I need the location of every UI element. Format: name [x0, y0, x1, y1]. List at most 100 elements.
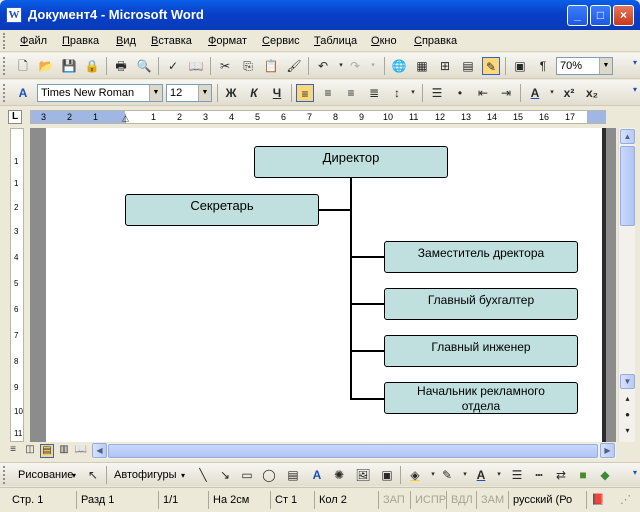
- menu-window[interactable]: Окно: [371, 35, 397, 47]
- justify-icon[interactable]: ≣: [368, 86, 380, 100]
- status-ext[interactable]: ВДЛ: [446, 491, 476, 509]
- horizontal-ruler[interactable]: 3 2 1 ⏃ 1 2 3 4 5 6 7 8 9 10 11 12 13 14…: [30, 110, 606, 124]
- scroll-right-icon[interactable]: ▶: [600, 443, 615, 458]
- line-spacing-icon[interactable]: ↕: [394, 86, 400, 100]
- word-app-icon[interactable]: W: [6, 7, 22, 23]
- menu-file[interactable]: Файл: [20, 35, 48, 47]
- toolbar-grip[interactable]: [3, 57, 7, 75]
- undo-icon[interactable]: ↶: [317, 59, 329, 73]
- first-line-indent-icon[interactable]: ⏃: [121, 114, 131, 124]
- font-color-icon[interactable]: A: [530, 86, 540, 100]
- spelling-icon[interactable]: ✓: [167, 59, 179, 73]
- browse-object-icon[interactable]: ●: [625, 410, 630, 419]
- menu-format[interactable]: Формат: [208, 35, 248, 47]
- web-view-icon[interactable]: ◫: [25, 444, 35, 455]
- arrow-icon[interactable]: ↘: [219, 468, 231, 482]
- toolbar-options-icon[interactable]: ▾: [632, 468, 637, 477]
- org-box-deputy[interactable]: Заместитель дректора: [384, 241, 578, 273]
- toolbar-options-icon[interactable]: ▾: [632, 85, 637, 94]
- toolbar-grip[interactable]: [3, 84, 7, 102]
- status-ovr[interactable]: ЗАМ: [476, 491, 508, 509]
- status-track[interactable]: ИСПР: [410, 491, 446, 509]
- line-spacing-dropdown-icon[interactable]: ▾: [411, 89, 415, 96]
- menu-table[interactable]: Таблица: [314, 35, 358, 47]
- drawing-toggle-icon[interactable]: ✎: [482, 57, 500, 75]
- org-box-engineer[interactable]: Главный инженер: [384, 335, 578, 367]
- status-language[interactable]: русский (Ро: [508, 491, 578, 509]
- cut-icon[interactable]: ✂: [219, 59, 231, 73]
- wordart-icon[interactable]: A: [312, 468, 322, 482]
- org-box-ad-head[interactable]: Начальник рекламного отдела: [384, 382, 578, 414]
- styles-icon[interactable]: A: [18, 86, 28, 100]
- print-icon[interactable]: 🖶: [115, 59, 127, 73]
- maximize-button[interactable]: □: [590, 5, 611, 26]
- underline-button[interactable]: Ч: [272, 86, 282, 100]
- autoshapes-menu-button[interactable]: Автофигуры: [114, 469, 177, 481]
- align-left-icon[interactable]: ≡: [296, 84, 314, 102]
- horizontal-scroll-thumb[interactable]: [108, 444, 598, 458]
- document-map-icon[interactable]: ▣: [514, 59, 526, 73]
- toolbar-options-icon[interactable]: ▾: [632, 58, 637, 67]
- document-workspace[interactable]: Директор Секретарь Заместитель дректора …: [30, 128, 616, 442]
- scroll-down-icon[interactable]: ▼: [620, 374, 635, 389]
- redo-icon[interactable]: ↷: [349, 59, 361, 73]
- font-size-combo[interactable]: 12 ▼: [166, 84, 212, 102]
- save-icon[interactable]: 💾: [61, 59, 77, 73]
- normal-view-icon[interactable]: ≡: [10, 444, 16, 455]
- org-box-director[interactable]: Директор: [254, 146, 448, 178]
- new-document-icon[interactable]: 🗋: [18, 59, 28, 73]
- show-formatting-icon[interactable]: ¶: [539, 59, 547, 73]
- menu-tools[interactable]: Сервис: [262, 35, 300, 47]
- arrow-style-icon[interactable]: ⇄: [555, 468, 567, 482]
- toolbar-grip[interactable]: [3, 466, 7, 484]
- next-page-icon[interactable]: ▾: [625, 426, 630, 435]
- document-page[interactable]: Директор Секретарь Заместитель дректора …: [46, 128, 602, 442]
- resize-grip-icon[interactable]: ⋰: [620, 494, 631, 506]
- status-rec[interactable]: ЗАП: [378, 491, 408, 509]
- hyperlink-icon[interactable]: 🌐: [391, 59, 407, 73]
- horizontal-scrollbar[interactable]: ◀ ▶: [92, 443, 616, 459]
- insert-excel-icon[interactable]: ▤: [462, 59, 474, 73]
- reading-view-icon[interactable]: ▥: [59, 444, 69, 455]
- font-color-dropdown-icon[interactable]: ▾: [497, 471, 501, 478]
- line-color-dropdown-icon[interactable]: ▾: [463, 471, 467, 478]
- previous-page-icon[interactable]: ▴: [625, 394, 630, 403]
- subscript-icon[interactable]: x₂: [585, 86, 598, 100]
- line-icon[interactable]: ╲: [199, 468, 207, 482]
- org-box-accountant[interactable]: Главный бухгалтер: [384, 288, 578, 320]
- superscript-icon[interactable]: x²: [563, 86, 575, 100]
- fill-color-dropdown-icon[interactable]: ▾: [431, 471, 435, 478]
- diagram-icon[interactable]: ✺: [333, 468, 345, 482]
- shadow-style-icon[interactable]: ■: [579, 468, 587, 482]
- scroll-left-icon[interactable]: ◀: [92, 443, 107, 458]
- print-preview-icon[interactable]: 🔍: [136, 59, 152, 73]
- close-button[interactable]: ×: [613, 5, 634, 26]
- title-bar[interactable]: W Документ4 - Microsoft Word _ □ ×: [0, 0, 640, 30]
- vertical-scrollbar[interactable]: ▲ ▼ ▴ ● ▾: [618, 128, 635, 442]
- numbering-icon[interactable]: ☰: [431, 86, 443, 100]
- increase-indent-icon[interactable]: ⇥: [500, 86, 512, 100]
- 3d-style-icon[interactable]: ◆: [600, 468, 610, 482]
- bullets-icon[interactable]: •: [457, 86, 463, 100]
- menu-grip[interactable]: [3, 33, 7, 49]
- font-color-dropdown-icon[interactable]: ▾: [550, 89, 554, 96]
- outline-view-icon[interactable]: 📖: [74, 444, 88, 455]
- font-name-combo[interactable]: Times New Roman ▼: [37, 84, 163, 102]
- clip-art-icon[interactable]: 🖼: [355, 468, 371, 482]
- scroll-up-icon[interactable]: ▲: [620, 129, 635, 144]
- redo-dropdown-icon[interactable]: ▾: [371, 62, 375, 69]
- vertical-ruler[interactable]: 1 1 2 3 4 5 6 7 8 9 10 11: [10, 128, 24, 442]
- bold-button[interactable]: Ж: [225, 86, 237, 100]
- select-objects-icon[interactable]: ↖: [87, 468, 99, 482]
- chevron-down-icon[interactable]: ▼: [198, 85, 211, 101]
- menu-insert[interactable]: Вставка: [151, 35, 192, 47]
- decrease-indent-icon[interactable]: ⇤: [477, 86, 489, 100]
- line-color-icon[interactable]: ✎: [441, 468, 453, 482]
- research-icon[interactable]: 📖: [188, 59, 204, 73]
- chevron-down-icon[interactable]: ▾: [181, 471, 186, 480]
- spelling-status-icon[interactable]: 📕: [586, 491, 616, 509]
- font-color-icon[interactable]: A: [476, 468, 486, 482]
- line-style-icon[interactable]: ☰: [511, 468, 523, 482]
- zoom-combo[interactable]: 70% ▼: [556, 57, 613, 75]
- menu-help[interactable]: Справка: [414, 35, 458, 47]
